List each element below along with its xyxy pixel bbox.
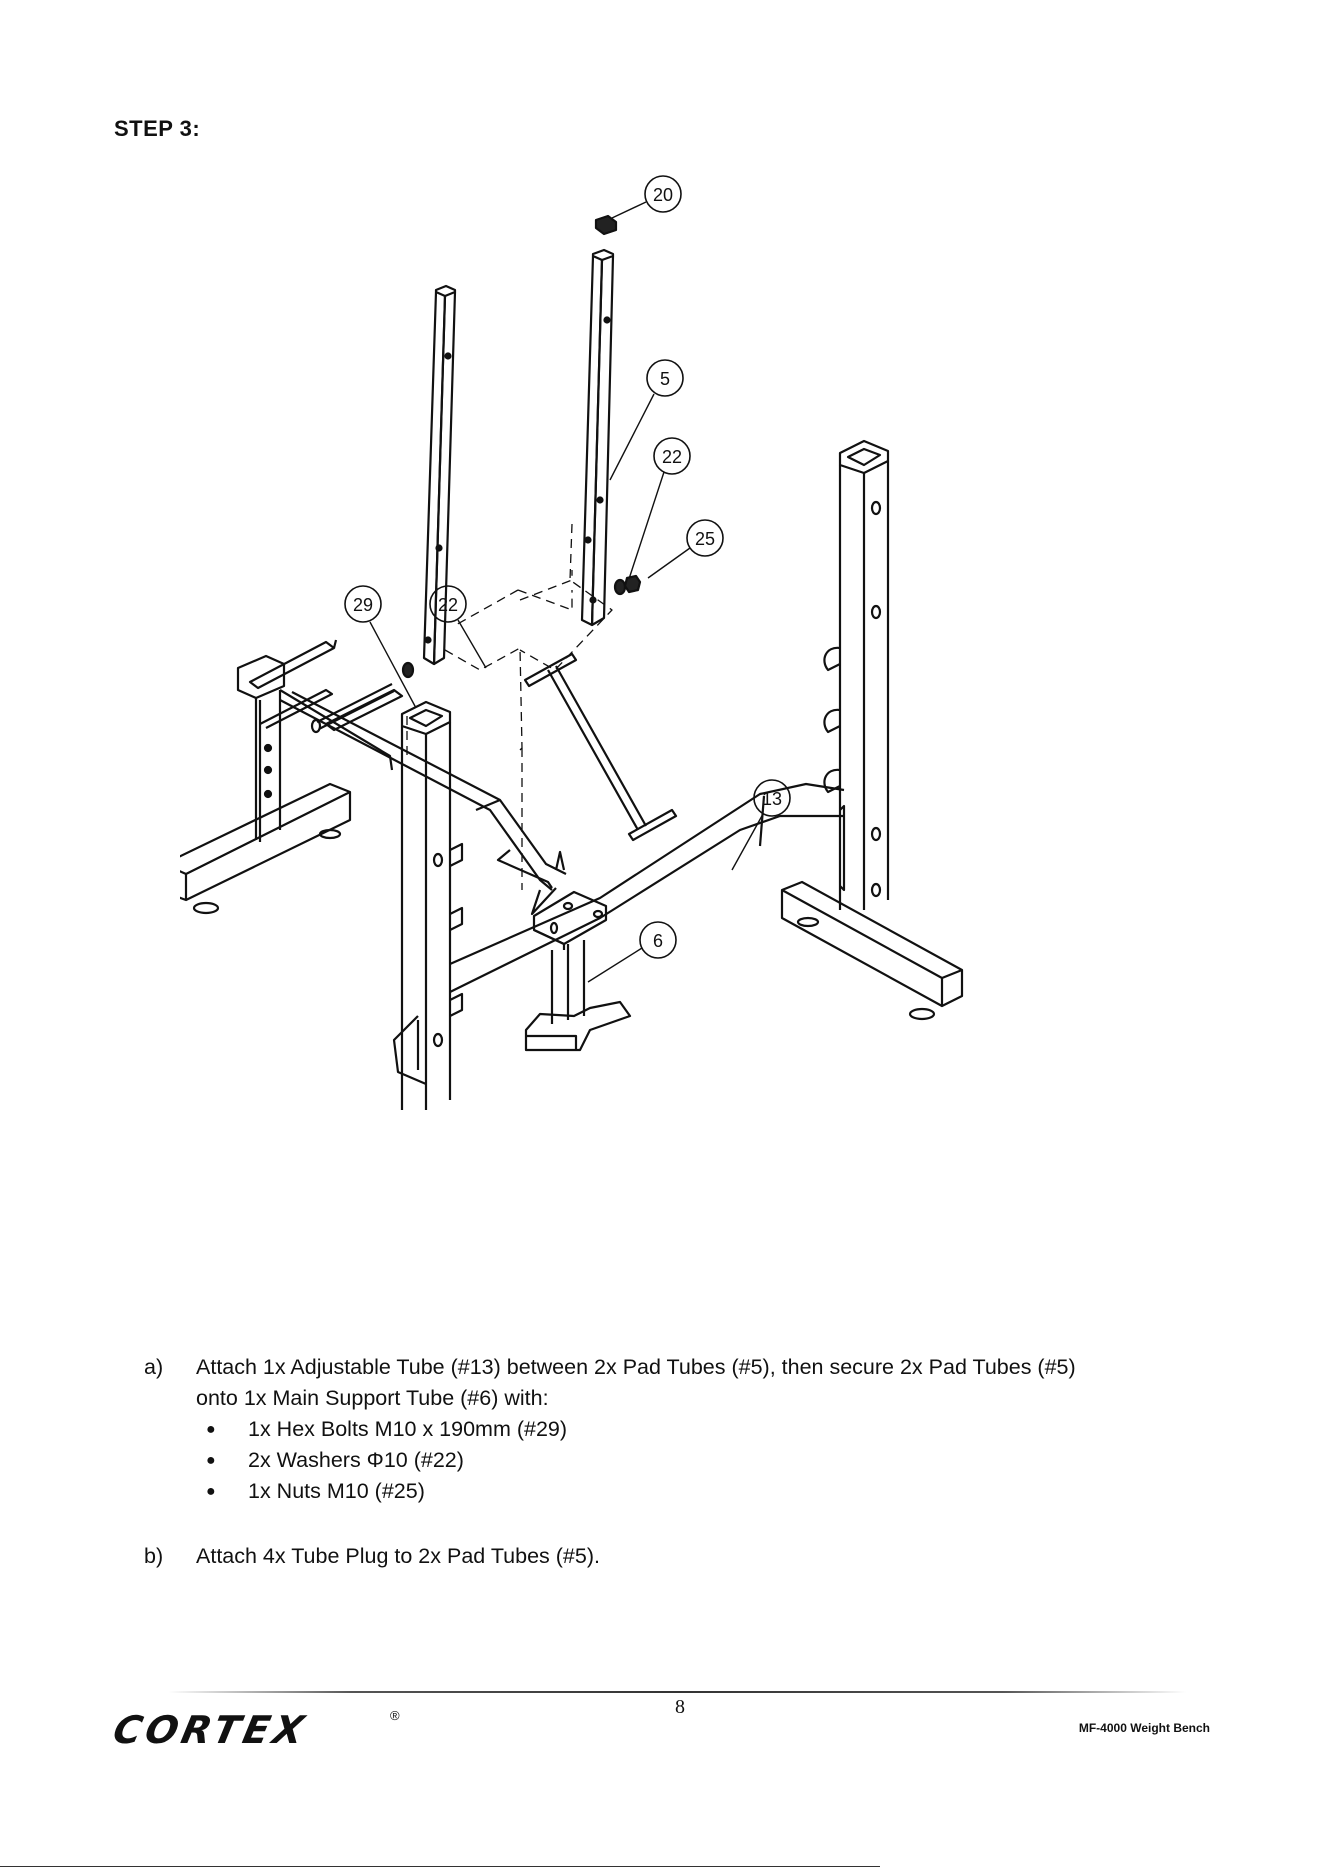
step-title: STEP 3: [114, 116, 201, 141]
main-support-tube [279, 691, 567, 916]
instruction-a-text: Attach 1x Adjustable Tube (#13) between … [196, 1352, 1244, 1414]
adjustable-tube [523, 652, 678, 842]
instruction-b: b) Attach 4x Tube Plug to 2x Pad Tubes (… [144, 1541, 1244, 1572]
pad-tube-left [422, 284, 457, 666]
model-name: MF-4000 Weight Bench [1078, 1721, 1210, 1735]
brand-logo: CORTEX [109, 1708, 312, 1752]
callout-25: 25 [647, 519, 724, 579]
left-foot [180, 782, 352, 915]
left-upright [236, 639, 404, 842]
pad-tube-right [580, 248, 615, 627]
svg-text:6: 6 [653, 931, 663, 951]
hardware-item: ●1x Nuts M10 (#25) [206, 1479, 425, 1503]
guide-lines [406, 523, 613, 890]
callout-6: 6 [587, 921, 677, 983]
cross-tube [392, 782, 845, 1086]
callout-13: 13 [731, 779, 791, 871]
instruction-a: a) Attach 1x Adjustable Tube (#13) betwe… [144, 1352, 1244, 1414]
svg-text:25: 25 [695, 529, 715, 549]
page-number: 8 [675, 1696, 685, 1718]
washer-right [613, 578, 627, 596]
hardware-item: ●2x Washers Φ10 (#22) [206, 1448, 464, 1472]
right-foot [780, 880, 964, 1021]
svg-text:5: 5 [660, 369, 670, 389]
instructions: a) Attach 1x Adjustable Tube (#13) betwe… [144, 1352, 1244, 1572]
bottom-edge-line [0, 1866, 880, 1867]
instruction-a-line2: onto 1x Main Support Tube (#6) with: [196, 1386, 549, 1410]
tube-plug [594, 214, 618, 236]
callout-22-left: 22 [429, 585, 487, 669]
front-upright [400, 700, 464, 1110]
instruction-b-text: Attach 4x Tube Plug to 2x Pad Tubes (#5)… [196, 1544, 600, 1568]
svg-text:29: 29 [353, 595, 373, 615]
svg-text:20: 20 [653, 185, 673, 205]
svg-text:22: 22 [662, 447, 682, 467]
center-leg [524, 940, 632, 1052]
instruction-a-line1: Attach 1x Adjustable Tube (#13) between … [196, 1355, 1076, 1379]
callout-5: 5 [609, 359, 684, 481]
callout-22-right: 22 [627, 437, 691, 583]
svg-text:13: 13 [762, 789, 782, 809]
instruction-b-letter: b) [144, 1544, 164, 1568]
svg-text:22: 22 [438, 595, 458, 615]
washer-left [401, 661, 415, 679]
assembly-diagram: 20 5 22 25 29 22 13 [180, 170, 1180, 1340]
callout-20: 20 [611, 175, 682, 219]
registered-mark: ® [390, 1708, 400, 1723]
center-bracket [532, 890, 608, 950]
footer-divider [168, 1691, 1186, 1693]
instruction-a-letter: a) [144, 1355, 164, 1379]
hardware-item: ●1x Hex Bolts M10 x 190mm (#29) [206, 1417, 568, 1441]
right-upright [823, 439, 890, 910]
callout-29: 29 [344, 585, 417, 709]
hardware-list: ●1x Hex Bolts M10 x 190mm (#29) ●2x Wash… [144, 1414, 1244, 1507]
nut [623, 574, 642, 594]
